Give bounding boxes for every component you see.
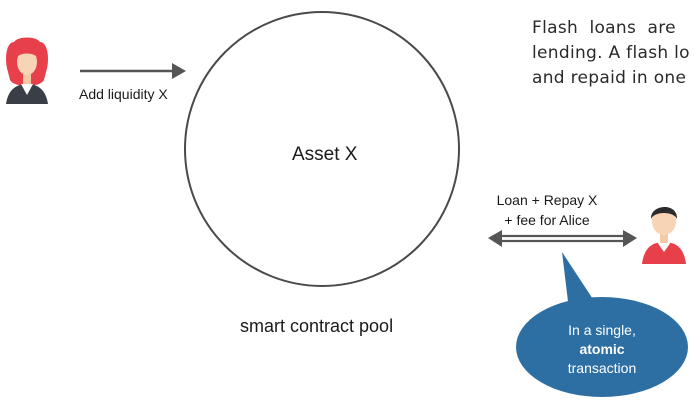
intro-line: lending. A flash lo <box>532 43 690 63</box>
borrower-avatar-icon <box>642 206 686 264</box>
loan-label: Loan + Repay X + fee for Alice <box>481 190 613 230</box>
loan-label-line2: + fee for Alice <box>504 212 590 228</box>
bubble-line3: transaction <box>567 360 637 376</box>
pool-circle <box>184 11 460 287</box>
bubble-line2-bold: atomic <box>579 341 625 357</box>
pool-caption: smart contract pool <box>240 316 394 336</box>
bubble-line1: In a single, <box>568 322 636 338</box>
loan-double-arrow <box>488 230 637 247</box>
intro-text: Flash loans are lending. A flash lo and … <box>532 16 700 91</box>
alice-avatar-icon <box>6 37 48 104</box>
intro-line: Flash loans are <box>532 18 676 38</box>
atomic-speech-bubble <box>516 252 688 397</box>
pool-title: Asset X <box>292 144 358 165</box>
add-liquidity-arrow <box>80 63 186 79</box>
loan-label-line1: Loan + Repay X <box>496 192 598 208</box>
add-liquidity-label: Add liquidity X <box>79 86 168 102</box>
intro-line: and repaid in one <box>532 68 687 88</box>
bubble-text: In a single, atomic transaction <box>528 321 676 378</box>
